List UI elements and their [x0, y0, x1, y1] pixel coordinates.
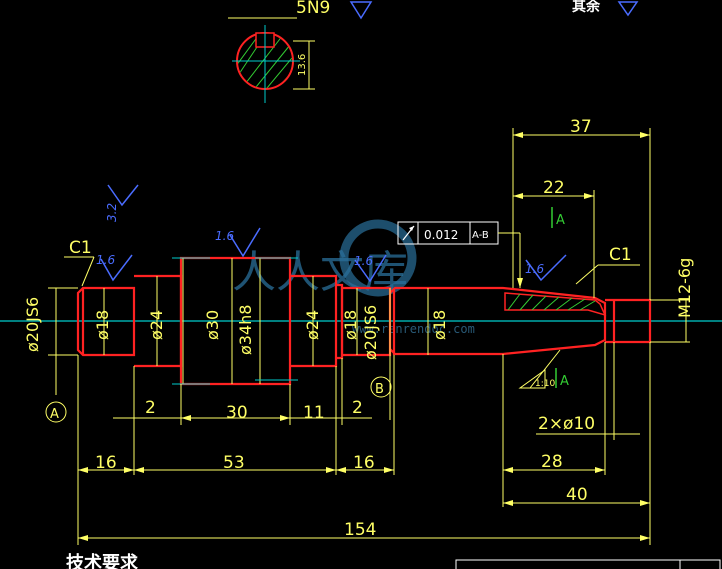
- dim-d30: ø30: [203, 310, 222, 340]
- roughness-1-6-c: 1.6: [354, 254, 373, 268]
- roughness-icon: [349, 1, 373, 20]
- dim-d24-right: ø24: [303, 310, 322, 340]
- roughness-1-6-a: 1.6: [96, 253, 115, 267]
- roughness-symbols: [100, 184, 567, 283]
- dim-d34h8: ø34h8: [236, 305, 255, 355]
- keyway-section-view: 5N9 13.6: [228, 0, 373, 103]
- dim-d20js6-left: ø20JS6: [23, 297, 42, 352]
- chamfer-c1-left: C1: [69, 238, 92, 258]
- dim-d18-right: ø18: [430, 310, 449, 340]
- dim-len-28: 28: [541, 452, 563, 472]
- taper-symbol: 1:10 A: [518, 349, 569, 389]
- dim-m12: M12-6g: [675, 258, 694, 318]
- tolerance-value: 0.012: [424, 228, 458, 242]
- chamfer-c1-right: C1: [609, 245, 632, 265]
- dim-d18-mid: ø18: [341, 310, 360, 340]
- dim-d24-left: ø24: [147, 310, 166, 340]
- dim-len-40: 40: [566, 485, 588, 505]
- flat-a-top: A: [556, 213, 565, 228]
- dim-len-154: 154: [344, 520, 376, 540]
- roughness-3-2: 3.2: [105, 203, 119, 222]
- datum-b-label: B: [375, 382, 384, 397]
- diameter-dimensions: [48, 257, 690, 420]
- technical-requirements-title: 技术要求: [66, 552, 139, 569]
- roughness-other-icon: [617, 1, 639, 17]
- dim-len-11: 11: [303, 403, 325, 423]
- datum-b: B: [370, 376, 392, 398]
- dimension-arrows: [78, 132, 650, 541]
- roughness-1-6-d: 1.6: [525, 262, 544, 276]
- taper-label: 1:10: [535, 379, 555, 389]
- dim-len-30: 30: [226, 403, 248, 423]
- flat-hatch: [504, 292, 607, 317]
- dim-len-16-a: 16: [95, 453, 117, 473]
- other-surfaces-label: 其余: [572, 0, 601, 15]
- dim-len-37: 37: [570, 117, 592, 137]
- tolerance-datum: A-B: [472, 230, 489, 241]
- flat-a-bottom: A: [560, 374, 569, 389]
- keyway-depth-label: 13.6: [297, 54, 308, 76]
- datum-a-label: A: [50, 407, 59, 422]
- dim-d20js6-right: ø20JS6: [361, 305, 380, 360]
- dim-len-22: 22: [543, 178, 565, 198]
- keyway-width-label: 5N9: [296, 0, 330, 18]
- dim-d18-left: ø18: [93, 310, 112, 340]
- watermark: 人人文库 www.renrendoc.com: [232, 219, 475, 336]
- roughness-1-6-b: 1.6: [215, 229, 234, 243]
- watermark-text: 人人文库: [232, 247, 408, 298]
- dim-len-53: 53: [223, 453, 245, 473]
- dim-len-2-b: 2: [352, 398, 363, 418]
- tolerance-frame: 0.012 A-B: [397, 221, 523, 288]
- title-block: [455, 559, 721, 569]
- watermark-url: www.renrendoc.com: [352, 322, 475, 336]
- datum-a: A: [45, 401, 67, 423]
- dim-hole: 2×ø10: [538, 414, 595, 434]
- dim-len-2-a: 2: [145, 398, 156, 418]
- dim-len-16-b: 16: [353, 453, 375, 473]
